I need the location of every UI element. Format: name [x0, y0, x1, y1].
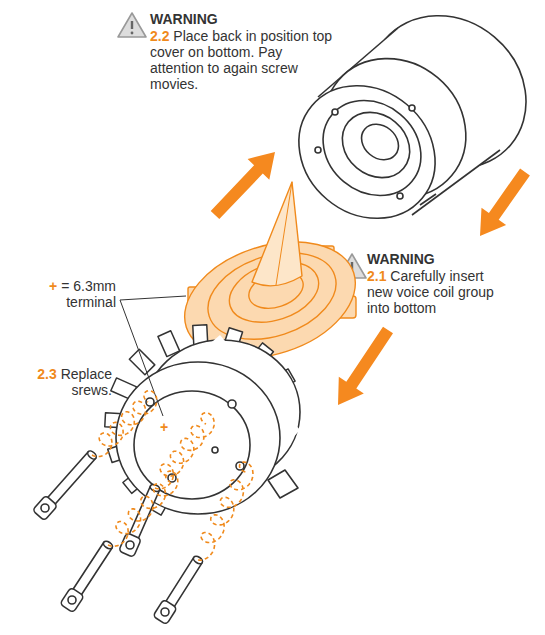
- screw-path: [198, 462, 253, 560]
- text-block: WARNING: [367, 251, 517, 267]
- screws: [32, 391, 253, 625]
- screw-path: [108, 471, 178, 546]
- text-block: WARNING: [150, 11, 350, 27]
- text-block: 2.3 Replace srews.: [24, 366, 112, 398]
- move-arrow: [211, 152, 275, 219]
- instruction-text: Carefully insert new voice coil group in…: [367, 268, 494, 316]
- fin: [129, 349, 154, 374]
- screw-path: [155, 413, 214, 489]
- screw-path: [92, 391, 157, 457]
- warning-heading: WARNING: [367, 251, 435, 267]
- step-number: +: [160, 419, 168, 435]
- step-number: 2.1: [367, 268, 386, 284]
- step-number: 2.3: [37, 366, 56, 382]
- screw: [60, 540, 114, 613]
- text-block: + = 6.3mm terminal: [32, 278, 116, 310]
- magnet-bottom: [105, 325, 300, 515]
- step-number: 2.2: [150, 28, 169, 44]
- instruction-text: Replace srews.: [61, 366, 112, 398]
- move-arrow: [338, 327, 393, 405]
- instruction-text: = 6.3mm terminal: [61, 278, 116, 310]
- screw: [153, 555, 204, 625]
- text-block: 2.2 Place back in position top cover on …: [150, 28, 335, 92]
- orange-arrows: [211, 152, 530, 405]
- leader-line: [120, 296, 186, 416]
- warning-heading: WARNING: [150, 11, 218, 27]
- instruction-text: Place back in position top cover on bott…: [150, 28, 332, 92]
- move-arrow: [480, 169, 530, 237]
- warning-icon: [118, 13, 146, 37]
- screw: [32, 449, 97, 520]
- step-number: +: [49, 278, 57, 294]
- text-block: +: [160, 419, 174, 435]
- text-block: 2.1 Carefully insert new voice coil grou…: [367, 268, 503, 316]
